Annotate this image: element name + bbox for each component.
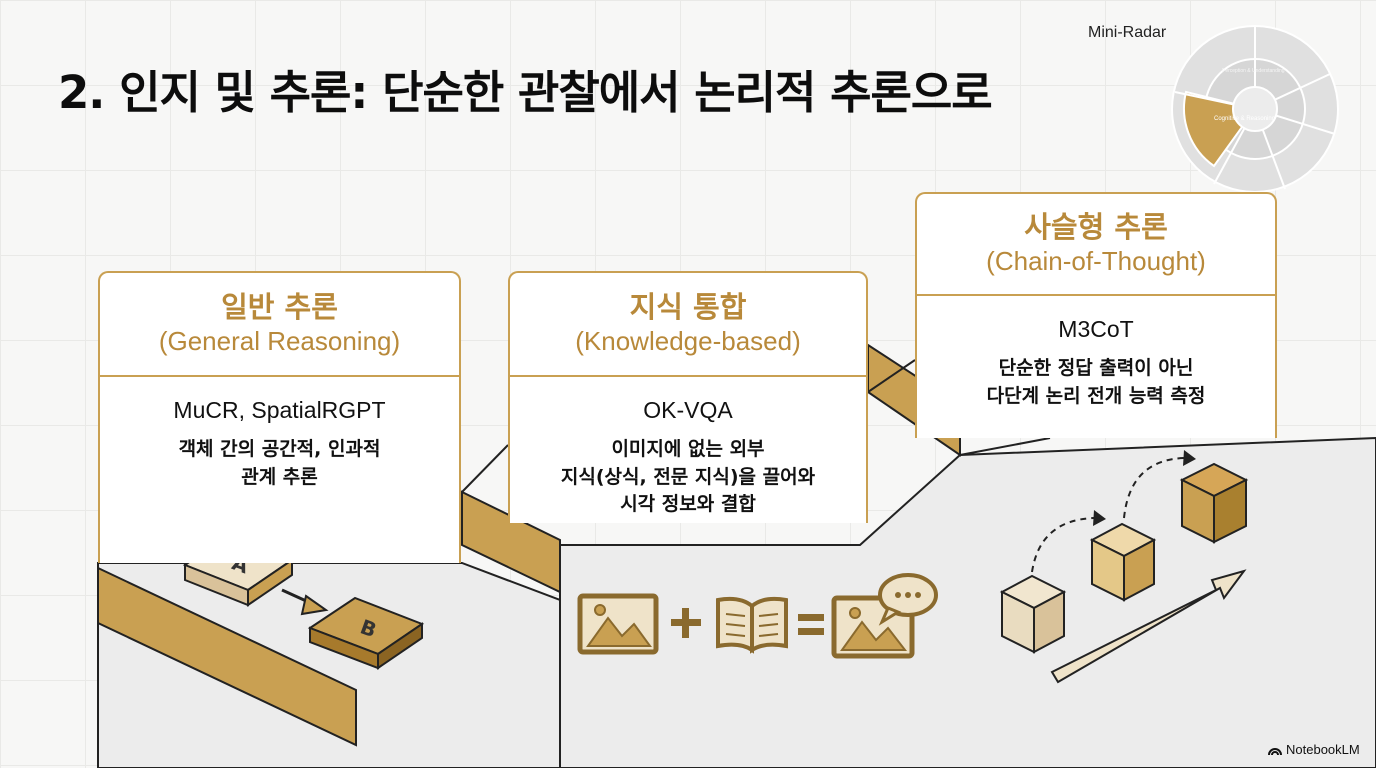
card-description: 단순한 정답 출력이 아닌 다단계 논리 전개 능력 측정: [986, 357, 1206, 407]
book-icon: [716, 596, 788, 654]
equals-icon: [798, 614, 824, 635]
card-title-ko: 사슬형 추론: [1024, 210, 1168, 245]
radar-other-label: Perception & Understanding: [1222, 68, 1285, 74]
card-datasets: OK-VQA: [643, 397, 733, 423]
image-speech-icon: [831, 573, 938, 659]
card-description: 객체 간의 공간적, 인과적 관계 추론: [178, 438, 381, 488]
card-chain-of-thought: 사슬형 추론 (Chain-of-Thought) M3CoT 단순한 정답 출…: [915, 192, 1277, 438]
mini-radar-chart: Cognitive & Reasoning Perception & Under…: [1171, 25, 1339, 193]
cube-icon: [1179, 462, 1249, 544]
card-general-reasoning: 일반 추론 (General Reasoning) MuCR, SpatialR…: [98, 271, 461, 563]
card-knowledge-based: 지식 통합 (Knowledge-based) OK-VQA 이미지에 없는 외…: [508, 271, 868, 523]
card-header: 지식 통합 (Knowledge-based): [510, 273, 866, 377]
step1-floor: [97, 562, 561, 768]
knowledge-illustration: [577, 573, 938, 659]
card-description: 이미지에 없는 외부 지식(상식, 전문 지식)을 끌어와 시각 정보와 결합: [560, 438, 816, 516]
plus-icon: [671, 608, 701, 638]
cube-icon: [999, 574, 1067, 654]
radar-highlight-label: Cognitive & Reasoning: [1214, 116, 1275, 122]
arrow-up-right-icon: [1050, 569, 1247, 684]
mini-radar-label: Mini-Radar: [1088, 24, 1167, 41]
step2-floor: [559, 436, 1376, 768]
notebooklm-logo-icon: [1268, 747, 1282, 755]
notebooklm-brand: NotebookLM: [1268, 742, 1360, 757]
cube-icon: [1089, 522, 1157, 602]
card-header: 사슬형 추론 (Chain-of-Thought): [917, 194, 1275, 296]
brand-label: NotebookLM: [1286, 742, 1360, 757]
step2-face: [461, 490, 561, 594]
step1-face: [97, 566, 357, 747]
card-datasets: M3CoT: [1058, 316, 1134, 342]
card-title-en: (Chain-of-Thought): [986, 246, 1206, 277]
card-header: 일반 추론 (General Reasoning): [100, 273, 459, 377]
card-title-en: (Knowledge-based): [575, 326, 801, 357]
card-title-ko: 지식 통합: [629, 290, 747, 325]
card-datasets: MuCR, SpatialRGPT: [173, 397, 386, 423]
page-title: 2. 인지 및 추론: 단순한 관찰에서 논리적 추론으로: [58, 66, 993, 119]
chain-illustration: [999, 450, 1249, 684]
image-icon: [577, 593, 659, 655]
card-title-en: (General Reasoning): [158, 326, 401, 357]
card-title-ko: 일반 추론: [221, 290, 338, 325]
